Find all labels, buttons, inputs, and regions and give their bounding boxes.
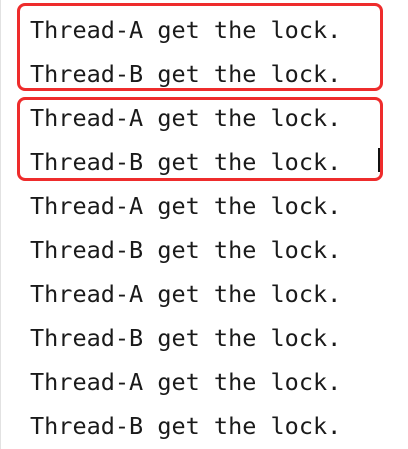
output-line: Thread-B get the lock. xyxy=(30,236,342,264)
output-line: Thread-B get the lock. xyxy=(30,324,342,352)
output-line: Thread-A get the lock. xyxy=(30,280,342,308)
output-line: Thread-A get the lock. xyxy=(30,16,342,44)
output-line: Thread-B get the lock. xyxy=(30,60,342,88)
output-line: Thread-B get the lock. xyxy=(30,148,342,176)
text-caret xyxy=(378,148,380,172)
output-line: Thread-A get the lock. xyxy=(30,368,342,396)
output-line: Thread-B get the lock. xyxy=(30,412,342,440)
output-line: Thread-A get the lock. xyxy=(30,192,342,220)
output-line: Thread-A get the lock. xyxy=(30,104,342,132)
